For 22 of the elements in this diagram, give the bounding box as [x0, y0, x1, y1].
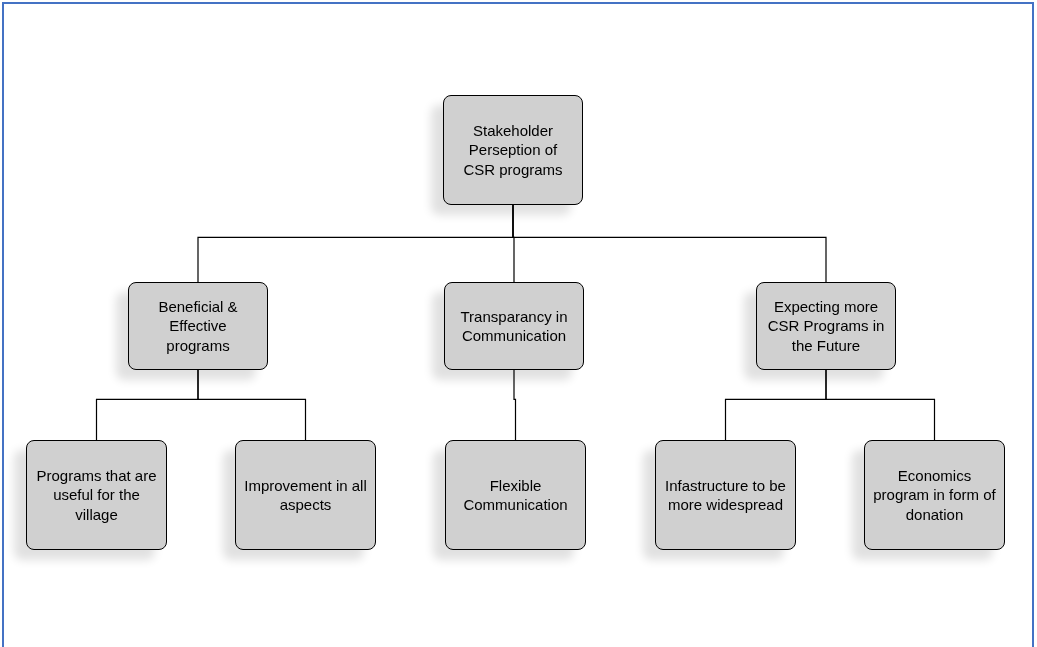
box-label: Beneficial & Effective programs — [157, 296, 239, 356]
rounded-box — [864, 440, 1005, 550]
rounded-box — [235, 440, 376, 550]
rounded-box — [128, 282, 268, 370]
rounded-box — [444, 282, 584, 370]
box-label: Infastructure to be more widespread — [664, 475, 787, 515]
connector-line — [825, 369, 936, 441]
box-label: Flexible Communication — [462, 475, 569, 515]
rounded-box — [756, 282, 896, 370]
rounded-box — [443, 95, 583, 205]
box-label: Transparancy in Communication — [459, 306, 569, 346]
box-label: Stakeholder Perseption of CSR programs — [462, 120, 564, 180]
rounded-box — [26, 440, 167, 550]
box-label: Economics program in form of donation — [873, 465, 996, 525]
connector-line — [512, 204, 827, 283]
connector-line — [513, 369, 517, 441]
box-label: Improvement in all aspects — [244, 475, 367, 515]
box-label: Programs that are useful for the village — [35, 465, 158, 525]
connector-line — [197, 369, 307, 441]
box-label: Expecting more CSR Programs in the Future — [766, 296, 886, 356]
rounded-box — [445, 440, 586, 550]
rounded-box — [655, 440, 796, 550]
